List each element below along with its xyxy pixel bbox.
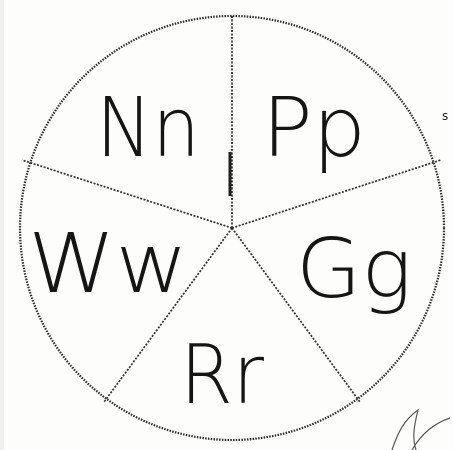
segment-label-ww: Ww — [28, 217, 188, 312]
segment-label-gg: Gg — [296, 222, 412, 317]
segment-label-nn: Nn — [96, 81, 200, 176]
margin-mark: s — [442, 109, 448, 123]
leaf-stem-icon — [412, 418, 450, 450]
paper-edge — [0, 0, 4, 450]
leaf-doodle-icon — [392, 410, 418, 450]
segment-label-pp: Pp — [262, 81, 366, 176]
segment-label-rr: Rr — [180, 328, 264, 423]
